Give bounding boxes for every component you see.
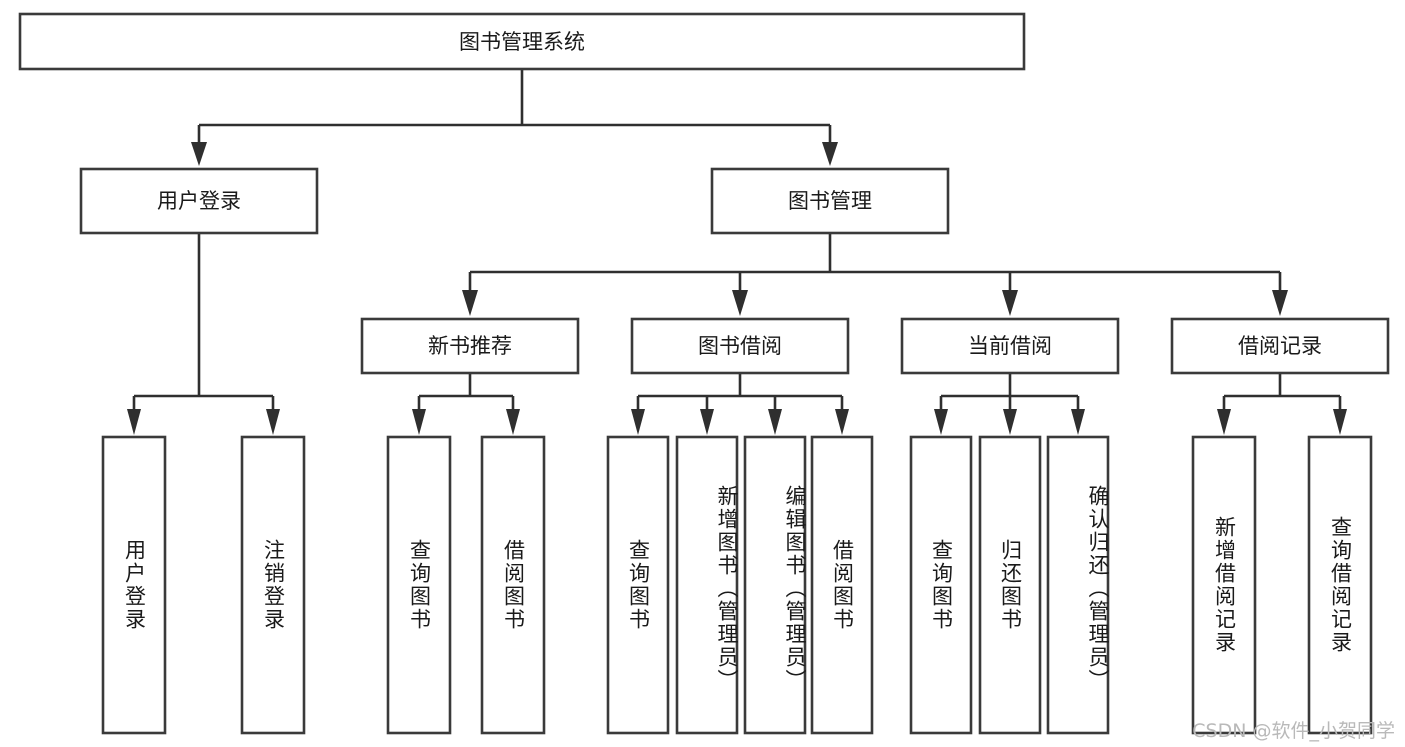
arrow-head-borrow-record [1272,290,1288,316]
connectors-root-to-level2 [191,69,838,166]
node-box-leaf-add-book[interactable] [675,435,739,735]
node-label-current-borrow: 当前借阅 [968,334,1052,358]
arrow-head-leaf-borrow-book-1 [506,409,520,435]
arrow-head-leaf-query-book-2 [631,409,645,435]
node-box-root[interactable] [18,12,1026,71]
connectors-borrow-record-to-leaves [1217,373,1347,435]
connectors-current-borrow-to-leaves [934,373,1085,435]
arrow-head-current-borrow [1002,290,1018,316]
node-label-book-borrow: 图书借阅 [698,334,782,358]
arrow-head-leaf-query-record [1333,409,1347,435]
node-box-leaf-query-book-3[interactable] [909,435,973,735]
arrow-head-new-book [462,290,478,316]
node-label-user-login: 用户登录 [157,189,241,213]
node-box-leaf-return-book[interactable] [978,435,1042,735]
arrow-head-leaf-user-login [127,409,141,435]
arrow-head-leaf-borrow-book-2 [835,409,849,435]
node-box-leaf-borrow-book-1[interactable] [480,435,546,735]
node-box-leaf-borrow-book-2[interactable] [810,435,874,735]
node-box-leaf-query-book-2[interactable] [606,435,670,735]
connectors-book-borrow-to-leaves [631,373,849,435]
node-box-user-login[interactable] [79,167,319,235]
connectors-new-book-to-leaves [412,373,520,435]
node-box-book-borrow[interactable] [630,317,850,375]
node-box-leaf-user-login[interactable] [101,435,167,735]
arrow-head-leaf-edit-book [768,409,782,435]
node-box-current-borrow[interactable] [900,317,1120,375]
connectors-user-login-to-leaves [127,233,280,435]
node-label-book-manage: 图书管理 [788,189,872,213]
node-box-borrow-record[interactable] [1170,317,1390,375]
node-box-leaf-query-record[interactable] [1307,435,1373,735]
arrow-head-leaf-confirm-return [1071,409,1085,435]
node-box-leaf-logout-login[interactable] [240,435,306,735]
arrow-head-book-borrow [732,290,748,316]
arrow-head-leaf-return-book [1003,409,1017,435]
arrow-head-leaf-add-record [1217,409,1231,435]
arrow-head-leaf-query-book-1 [412,409,426,435]
node-box-new-book-recommend[interactable] [360,317,580,375]
node-label-new-book-recommend: 新书推荐 [428,334,512,358]
arrow-head-user-login [191,142,207,166]
node-box-leaf-confirm-return[interactable] [1046,435,1110,735]
arrow-head-leaf-logout [266,409,280,435]
node-box-leaf-edit-book[interactable] [743,435,807,735]
arrow-head-book-manage [822,142,838,166]
connectors-book-manage-to-level3 [462,233,1288,316]
node-label-root: 图书管理系统 [459,30,585,54]
watermark-text: CSDN @软件_小贺同学 [1192,720,1395,742]
node-box-leaf-add-record[interactable] [1191,435,1257,735]
node-label-borrow-record: 借阅记录 [1238,334,1322,358]
node-box-book-manage[interactable] [710,167,950,235]
arrow-head-leaf-add-book [700,409,714,435]
node-box-leaf-query-book-1[interactable] [386,435,452,735]
arrow-head-leaf-query-book-3 [934,409,948,435]
